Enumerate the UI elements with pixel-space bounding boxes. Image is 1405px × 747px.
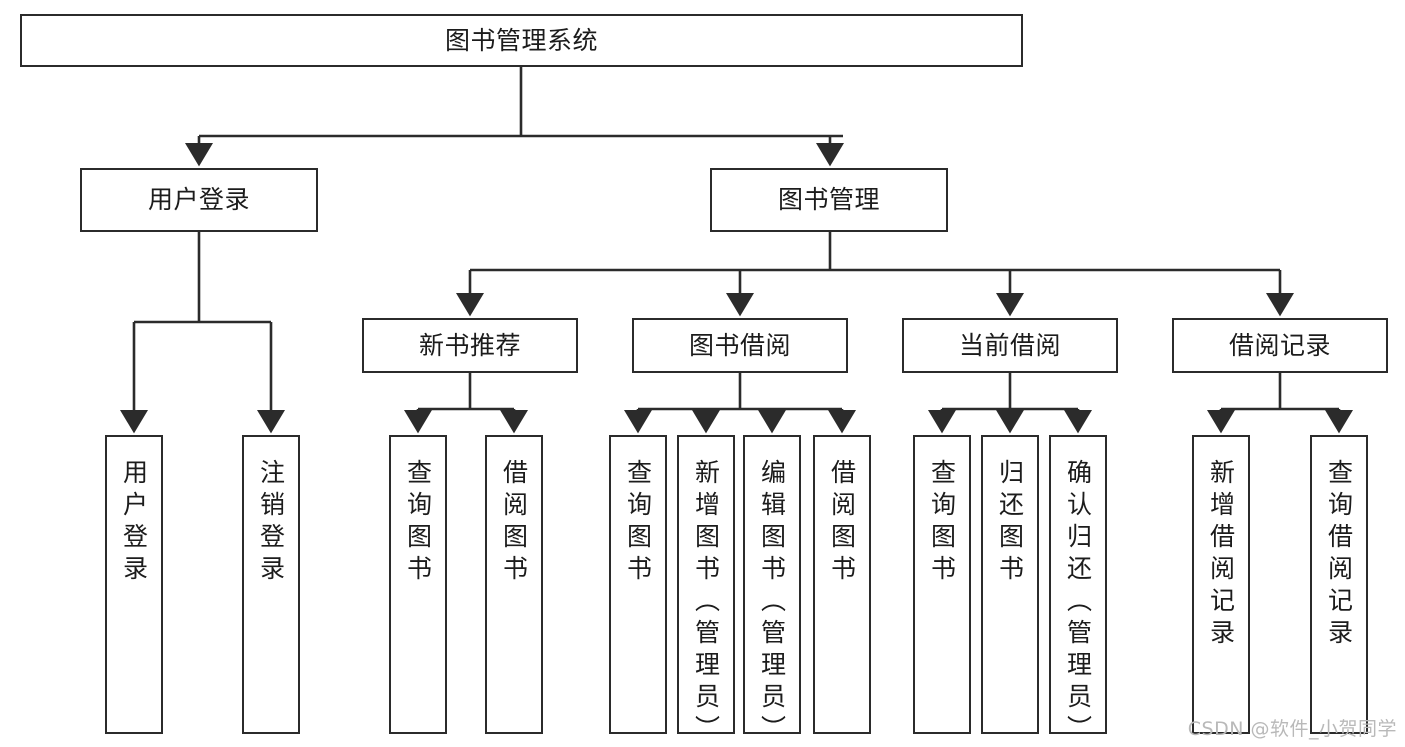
node-label: 借阅图书 xyxy=(499,459,529,587)
leaf-new-book-query-book[interactable]: 查询图书 xyxy=(389,435,447,734)
leaf-borrow-record-query-record[interactable]: 查询借阅记录 xyxy=(1310,435,1368,734)
node-label: 用户登录 xyxy=(119,459,149,587)
node-book-management[interactable]: 图书管理 xyxy=(710,168,948,232)
leaf-current-borrow-confirm-return-admin[interactable]: 确认归还（管理员） xyxy=(1049,435,1107,747)
node-borrow-record[interactable]: 借阅记录 xyxy=(1172,318,1388,373)
node-label: 当前借阅 xyxy=(958,330,1061,360)
node-label: 借阅记录 xyxy=(1228,330,1331,360)
node-label: 归还图书 xyxy=(995,459,1025,587)
leaf-user-login-logout[interactable]: 注销登录 xyxy=(242,435,300,734)
node-label: 查询图书 xyxy=(403,459,433,587)
leaf-book-borrow-edit-book-admin[interactable]: 编辑图书（管理员） xyxy=(743,435,801,747)
node-label: 确认归还（管理员） xyxy=(1063,459,1093,747)
node-label: 新增图书（管理员） xyxy=(691,459,721,747)
leaf-borrow-record-add-record[interactable]: 新增借阅记录 xyxy=(1192,435,1250,734)
leaf-current-borrow-query-book[interactable]: 查询图书 xyxy=(913,435,971,734)
leaf-new-book-borrow-book[interactable]: 借阅图书 xyxy=(485,435,543,734)
node-label: 注销登录 xyxy=(256,459,286,587)
node-user-login[interactable]: 用户登录 xyxy=(80,168,318,232)
node-label: 查询图书 xyxy=(927,459,957,587)
node-label: 新增借阅记录 xyxy=(1206,459,1236,651)
leaf-user-login-login[interactable]: 用户登录 xyxy=(105,435,163,734)
node-book-borrow[interactable]: 图书借阅 xyxy=(632,318,848,373)
node-new-book-recommend[interactable]: 新书推荐 xyxy=(362,318,578,373)
leaf-book-borrow-borrow-book[interactable]: 借阅图书 xyxy=(813,435,871,734)
watermark: CSDN @软件_小贺同学 xyxy=(1187,718,1397,740)
node-label: 新书推荐 xyxy=(418,330,521,360)
node-label: 借阅图书 xyxy=(827,459,857,587)
node-label: 查询借阅记录 xyxy=(1324,459,1354,651)
node-label: 图书管理系统 xyxy=(444,25,598,55)
leaf-book-borrow-query-book[interactable]: 查询图书 xyxy=(609,435,667,734)
leaf-current-borrow-return-book[interactable]: 归还图书 xyxy=(981,435,1039,734)
leaf-book-borrow-add-book-admin[interactable]: 新增图书（管理员） xyxy=(677,435,735,747)
node-label: 查询图书 xyxy=(623,459,653,587)
node-label: 用户登录 xyxy=(147,185,250,214)
node-label: 图书借阅 xyxy=(688,330,791,360)
node-label: 编辑图书（管理员） xyxy=(757,459,787,747)
node-label: 图书管理 xyxy=(777,185,880,214)
node-root-book-management-system[interactable]: 图书管理系统 xyxy=(20,14,1023,67)
node-current-borrow[interactable]: 当前借阅 xyxy=(902,318,1118,373)
